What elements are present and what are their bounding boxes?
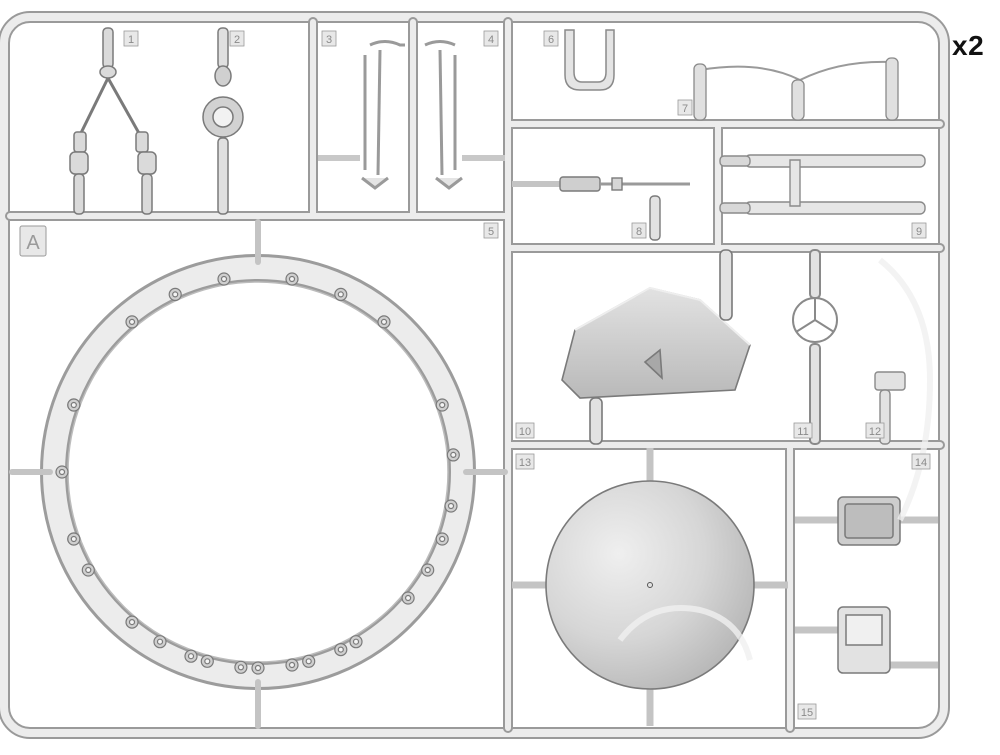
- part-2-ring-mount: [202, 27, 244, 215]
- part-14-box: [795, 496, 938, 546]
- part-number-tag-8: 8: [631, 222, 647, 239]
- ring-lug-hole: [58, 468, 66, 476]
- ring-lug-hole: [352, 638, 360, 645]
- ring-lug-hole: [204, 658, 211, 665]
- part-number-tag-2: 2: [229, 30, 245, 47]
- part-number-tag-12: 12: [865, 422, 885, 439]
- part-number: 8: [636, 226, 642, 238]
- part-13-sphere: [512, 448, 788, 726]
- part-5-turret-ring: [40, 254, 476, 690]
- part-15-panel: [795, 606, 938, 674]
- ring-lug-hole: [424, 566, 431, 574]
- ring-gates: [9, 219, 508, 729]
- sprue-letter-tag: A: [19, 225, 47, 257]
- sprue-letter: A: [26, 232, 40, 254]
- part-number-tag-6: 6: [543, 30, 559, 47]
- ring-lug-hole: [220, 275, 228, 283]
- ring-lug-hole: [254, 664, 262, 672]
- part-number: 3: [326, 34, 332, 46]
- part-number: 12: [869, 426, 881, 438]
- part-number: 1: [128, 34, 134, 46]
- ring-lug-hole: [156, 638, 164, 645]
- ring-lug-hole: [172, 291, 179, 298]
- part-3-bracket: [318, 40, 405, 190]
- ring-lug-hole: [288, 275, 296, 283]
- part-number: 9: [916, 226, 922, 238]
- part-number: 15: [801, 707, 813, 719]
- part-number-tag-3: 3: [321, 30, 337, 47]
- ring-lug-hole: [450, 451, 457, 458]
- part-11-handwheel: [792, 249, 838, 445]
- ring-lug-hole: [305, 658, 312, 665]
- ring-lug-hole: [187, 653, 195, 660]
- outer-frame-face: [0, 13, 948, 737]
- part-number: 7: [682, 103, 688, 115]
- part-number: 4: [488, 34, 494, 46]
- quantity-label: x2: [952, 30, 985, 61]
- ring-lug-hole: [128, 318, 136, 325]
- ring-lug-hole: [70, 401, 77, 409]
- ring-lug-hole: [405, 594, 412, 602]
- part-7-wire: [693, 57, 899, 121]
- ring-lug-hole: [337, 291, 344, 298]
- ring-lug-hole: [85, 566, 92, 574]
- part-number: 10: [519, 426, 531, 438]
- part-number: 11: [797, 426, 808, 438]
- part-4-bracket: [424, 40, 505, 190]
- part-number: 6: [548, 34, 554, 46]
- part-number-tag-7: 7: [677, 99, 693, 116]
- ring-lug-hole: [237, 664, 244, 671]
- part-number-tag-5: 5: [483, 222, 499, 239]
- watermark-marks: [617, 257, 934, 661]
- part-number-tag-11: 11: [793, 422, 813, 439]
- part-number: 5: [488, 226, 494, 238]
- ring-lug-hole: [337, 646, 344, 653]
- part-number: 14: [915, 457, 927, 469]
- part-number: 13: [519, 457, 531, 469]
- part-number-tag-4: 4: [483, 30, 499, 47]
- part-number: 2: [234, 34, 240, 46]
- part-number-tag-15: 15: [797, 703, 817, 720]
- part-number-tag-1: 1: [123, 30, 139, 47]
- ring-lug-hole: [128, 618, 136, 626]
- ring-lug-hole: [447, 502, 455, 510]
- ring-lug-hole: [288, 661, 296, 669]
- part-number-tag-14: 14: [911, 453, 931, 470]
- part-1-strut: [69, 27, 157, 215]
- part-number-tag-9: 9: [911, 222, 927, 239]
- part-number-tag-13: 13: [515, 453, 535, 470]
- part-6-u-bracket: [564, 29, 615, 91]
- runners: [5, 17, 945, 733]
- part-9-frame: [719, 154, 926, 215]
- ring-lug-hole: [380, 318, 388, 325]
- ring-lug-hole: [439, 401, 446, 409]
- part-number-tag-10: 10: [515, 422, 535, 439]
- ring-lug-hole: [439, 535, 446, 543]
- part-10-tank: [561, 249, 751, 445]
- ring-lug-hole: [70, 535, 77, 543]
- part-8-rod: [512, 176, 690, 241]
